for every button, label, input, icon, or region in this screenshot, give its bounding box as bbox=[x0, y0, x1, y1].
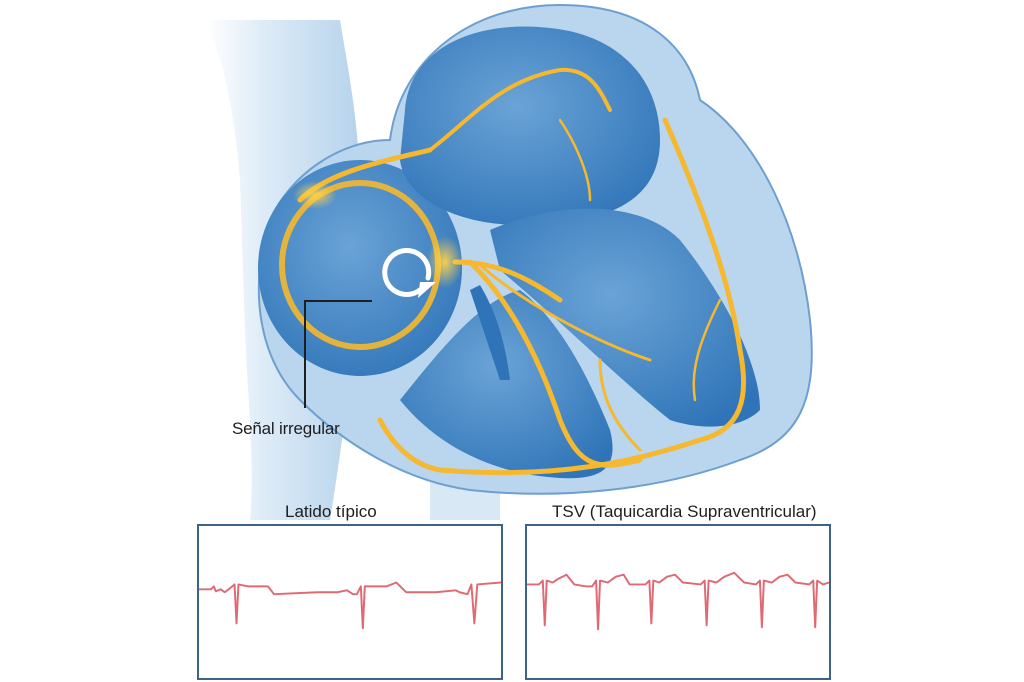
circular-arrow-reentry-icon bbox=[382, 248, 436, 298]
ecg-trace-normal bbox=[199, 581, 501, 630]
left-atrium bbox=[400, 26, 660, 226]
left-ventricle bbox=[490, 208, 760, 427]
av-node-glow bbox=[427, 236, 463, 288]
callout-label-irregular-signal: Señal irregular bbox=[232, 419, 340, 438]
callout-leader-line bbox=[304, 300, 372, 408]
ecg-title-svt: TSV (Taquicardia Supraventricular) bbox=[552, 502, 817, 521]
right-ventricle bbox=[400, 290, 613, 479]
sinoatrial-node-glow bbox=[293, 181, 337, 209]
ecg-trace-svt bbox=[527, 571, 829, 631]
ecg-title-normal: Latido típico bbox=[285, 502, 377, 521]
right-atrium bbox=[258, 160, 462, 376]
ecg-panel-svt bbox=[525, 524, 831, 680]
ecg-panel-normal bbox=[197, 524, 503, 680]
